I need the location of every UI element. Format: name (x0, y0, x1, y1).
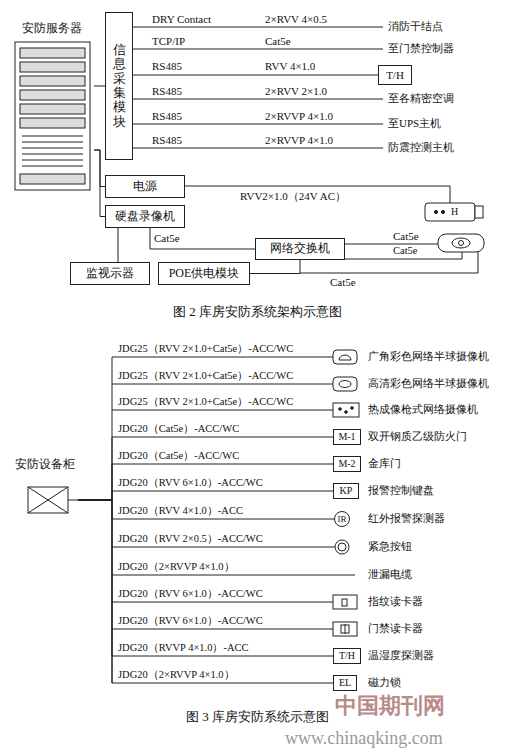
text-label: TCP/IP (152, 35, 185, 48)
text-label: JDG20（2×RVVP 4×1.0） (118, 561, 235, 573)
text-label: JDG20（RVVP 4×1.0）-ACC (118, 642, 249, 654)
node-text: M-1 (338, 431, 355, 443)
text-label: 热成像枪式网络摄像机 (368, 403, 478, 416)
wire-connector (118, 228, 119, 262)
figure-caption: 图 2 库房安防系统架构示意图 (0, 305, 515, 320)
lock-box: EL (333, 675, 357, 691)
wire-connector (78, 500, 333, 656)
sensor-box: T/H (333, 648, 361, 664)
wire-connector (250, 260, 300, 274)
nvr-box: 硬盘录像机 (105, 205, 185, 228)
node-text: 安防设备柜 (15, 458, 75, 472)
text-label: 至门禁控制器 (388, 42, 454, 55)
wire-connector (133, 75, 378, 76)
text-label: RS485 (152, 110, 182, 123)
text-label: RVV 4×1.0 (265, 60, 315, 73)
text-label: JDG20（RVV 2×0.5）-ACC/WC (118, 533, 263, 545)
text-label: 2×RVV 2×1.0 (265, 85, 327, 98)
text-label: JDG20（RVV 6×1.0）-ACC/WC (118, 477, 263, 489)
node-text: 安防服务器 (22, 22, 82, 36)
text-label: 防震控测主机 (388, 141, 454, 154)
node-text: IR (338, 514, 347, 524)
node-text: 电源 (133, 180, 157, 194)
text-label: 广角彩色网络半球摄像机 (368, 350, 489, 363)
text-label: JDG25（RVV 2×1.0+Cat5e）-ACC/WC (118, 396, 293, 408)
text-label: 温湿度探测器 (368, 649, 434, 662)
server-icon: 安防服务器 (10, 22, 94, 192)
text-label: RVV2×1.0（24V AC） (240, 190, 346, 203)
wire-connector (94, 86, 105, 87)
text-label: 门禁读卡器 (368, 622, 423, 635)
text-label: 高清彩色网络半球摄像机 (368, 377, 489, 390)
text-label: 磁力锁 (368, 676, 401, 689)
text-label: 报警控制键盘 (368, 484, 434, 497)
text-label: 2×RVV 4×0.5 (265, 13, 327, 26)
switch-box: 网络交换机 (255, 238, 345, 260)
text-label: RS485 (152, 134, 182, 147)
text-label: JDG25（RVV 2×1.0+Cat5e）-ACC/WC (118, 343, 293, 355)
text-label: JDG20（RVV 6×1.0）-ACC/WC (118, 588, 263, 600)
poe-box: POE供电模块 (158, 262, 250, 285)
keypad-box: KP (333, 483, 359, 499)
watermark: 中国期刊网 (335, 693, 445, 718)
wire-connector (78, 437, 333, 500)
text-label: JDG20（RVV 4×1.0）-ACC (118, 505, 243, 517)
detector-circle: IR (334, 511, 350, 527)
text-label: JDG20（RVV 6×1.0）-ACC/WC (118, 615, 263, 627)
text-label: JDG20（Cat5e）-ACC/WC (118, 423, 239, 435)
text-label: JDG20（2×RVVP 4×1.0） (118, 669, 235, 681)
sensor-box: T/H (378, 65, 412, 85)
node-text: T/H (339, 650, 355, 662)
text-label: 2×RVVP 4×1.0 (265, 110, 333, 123)
wire-connector (150, 228, 255, 249)
door-box: M-1 (333, 429, 361, 445)
node-text: POE供电模块 (169, 267, 240, 281)
cabinet-icon: 安防设备柜 (12, 458, 78, 516)
text-label: 至各精密空调 (388, 92, 454, 105)
text-label: 双开钢质乙级防火门 (368, 430, 467, 443)
text-label: 消防干结点 (388, 20, 443, 33)
monitor-box: 监视示器 (70, 262, 150, 285)
text-label: JDG20（Cat5e）-ACC/WC (118, 450, 239, 462)
text-label: 泄漏电缆 (368, 568, 412, 581)
text-label: 红外报警探测器 (368, 512, 445, 525)
node-text: M-2 (338, 458, 355, 470)
text-label: 指纹读卡器 (368, 595, 423, 608)
text-label: Cat5e (393, 245, 418, 257)
text-label: 至UPS主机 (388, 117, 441, 130)
text-label: RS485 (152, 85, 182, 98)
door-box: M-2 (333, 456, 361, 472)
node-text: 信息采集模块 (113, 43, 126, 129)
text-label: 2×RVVP 4×1.0 (265, 134, 333, 147)
node-text: KP (340, 485, 353, 497)
wire-connector (78, 491, 333, 500)
text-label: RS485 (152, 60, 182, 73)
watermark: www.chinaqking.com (285, 728, 443, 749)
text-label: Cat5e (330, 276, 356, 289)
node-text: T/H (386, 69, 404, 82)
text-label: Cat5e (265, 35, 291, 48)
text-label: 金库门 (368, 457, 401, 470)
text-label: 紧急按钮 (368, 540, 412, 553)
node-text: 硬盘录像机 (115, 210, 175, 224)
text-label: JDG25（RVV 2×1.0+Cat5e）-ACC/WC (118, 370, 293, 382)
node-text: EL (339, 677, 351, 689)
wire-connector (78, 500, 334, 519)
wire-connector (78, 464, 333, 500)
wire-connector (78, 500, 333, 683)
node-text: 网络交换机 (270, 242, 330, 256)
wire-connector (94, 150, 105, 217)
text-label: H (451, 206, 458, 218)
text-label: DRY Contact (152, 13, 211, 26)
module-box: 信息采集模块 (105, 12, 133, 160)
edge-label: Cat5e (154, 232, 180, 245)
power-box: 电源 (105, 175, 185, 198)
node-text: 监视示器 (86, 267, 134, 281)
text-label: Cat5e (393, 230, 419, 243)
